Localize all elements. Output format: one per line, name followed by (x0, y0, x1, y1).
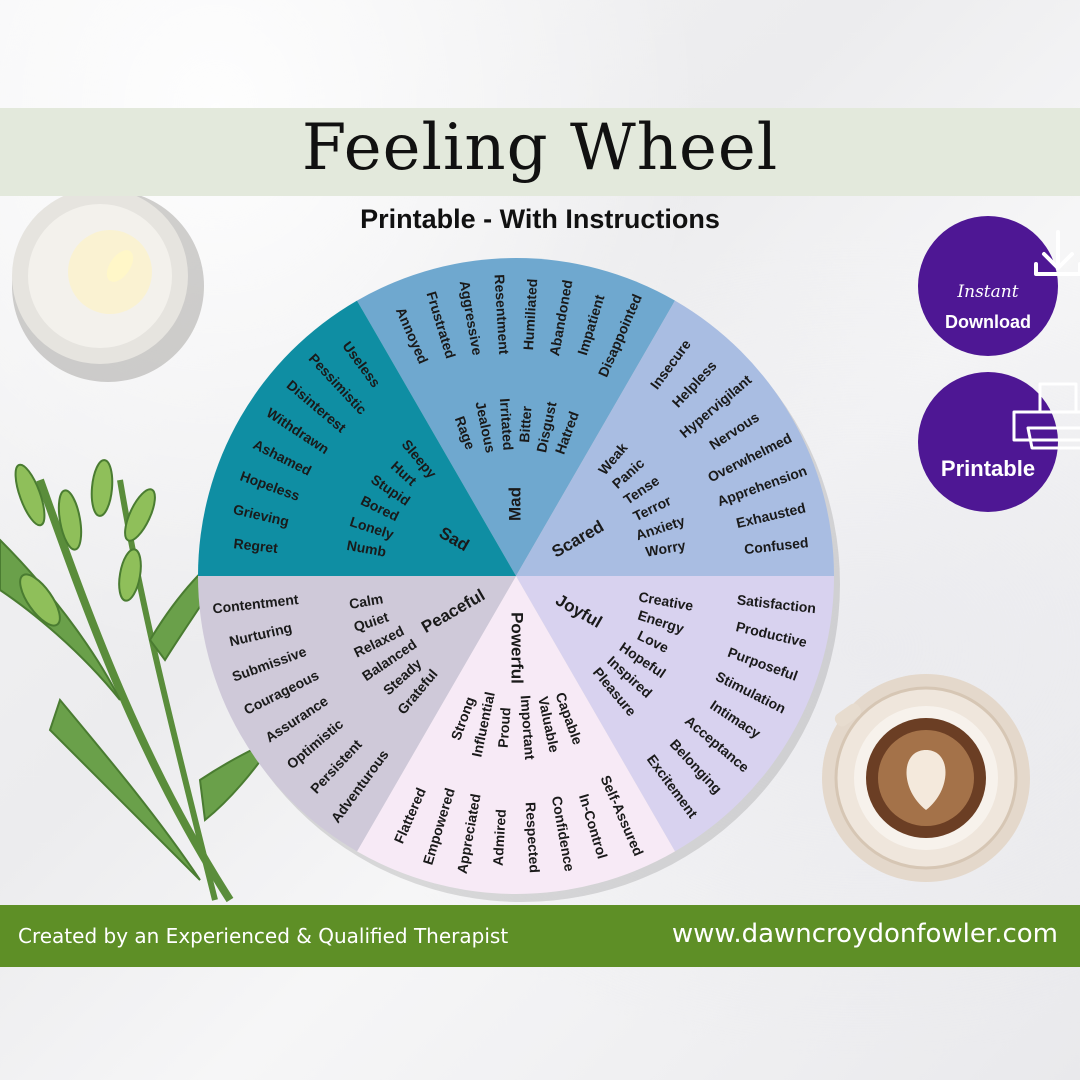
badge-instant-text: Instant (957, 282, 1019, 302)
sector-peaceful (198, 576, 516, 852)
outer-feeling: Humiliated (520, 278, 540, 350)
outer-feeling: Regret (233, 535, 279, 556)
sector-sad (198, 300, 516, 576)
footer-website-link[interactable]: www.dawncroydonfowler.com (671, 919, 1058, 949)
instant-download-badge[interactable]: Instant Download (918, 216, 1080, 356)
printer-icon (1012, 382, 1080, 450)
download-icon (1034, 230, 1080, 276)
outer-feeling: Resentment (492, 274, 513, 355)
outer-feeling: Admired (490, 809, 509, 867)
sector-scared (516, 300, 834, 576)
inner-feeling: Irritated (497, 398, 517, 451)
sector-mad (357, 258, 675, 576)
core-emotion-mad: Mad (505, 487, 524, 521)
inner-feeling: Calm (348, 590, 384, 612)
sector-powerful (357, 576, 675, 894)
page-subtitle: Printable - With Instructions (360, 204, 720, 234)
sector-joyful (516, 576, 834, 852)
badge-printable-label: Printable (940, 456, 1036, 481)
coffee-cup-image (822, 674, 1030, 882)
inner-feeling: Worry (644, 537, 687, 560)
lily-plant-image (0, 459, 278, 903)
outer-feeling: Confused (743, 534, 809, 557)
inner-feeling: Important (518, 695, 538, 761)
core-emotion-powerful: Powerful (508, 612, 527, 684)
title-band (0, 108, 1080, 196)
page-title: Feeling Wheel (301, 111, 779, 185)
outer-feeling: Respected (523, 802, 543, 874)
footer-tagline: Created by an Experienced & Qualified Th… (18, 924, 509, 948)
inner-feeling: Numb (346, 537, 388, 560)
footer-bar: Created by an Experienced & Qualified Th… (0, 905, 1080, 967)
inner-feeling: Bitter (516, 405, 535, 443)
printable-badge[interactable]: Printable (918, 372, 1080, 512)
inner-feeling: Proud (495, 707, 514, 748)
badge-download-label: Download (945, 312, 1031, 332)
candle-image (12, 188, 204, 382)
